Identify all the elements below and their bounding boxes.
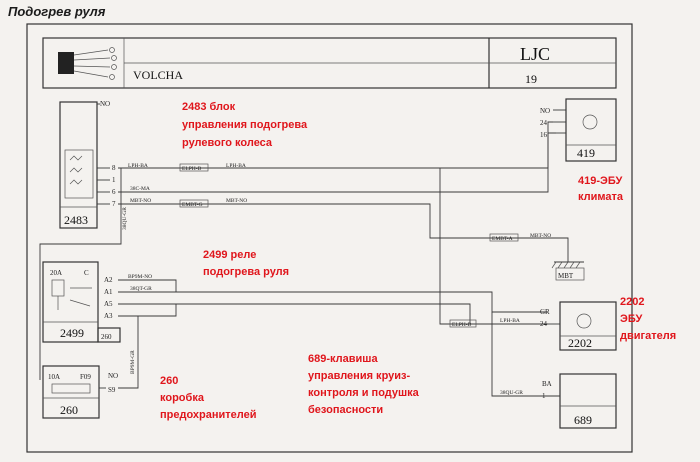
c260-id: 260	[60, 403, 78, 417]
component-260-small: 260	[97, 327, 121, 343]
annotation-2483: 2483 блок управления подогрева рулевого …	[182, 101, 308, 149]
svg-text:24: 24	[540, 119, 548, 127]
svg-text:NO: NO	[540, 107, 550, 115]
ground-mbt: MBT	[551, 261, 585, 281]
svg-text:1: 1	[112, 176, 116, 184]
svg-text:безопасности: безопасности	[308, 404, 383, 416]
svg-text:климата: климата	[578, 191, 624, 203]
c419-id: 419	[577, 146, 595, 160]
svg-text:260: 260	[101, 333, 112, 341]
svg-text:F09: F09	[80, 373, 91, 381]
svg-text:коробка: коробка	[160, 392, 205, 404]
svg-text:MBT-NO: MBT-NO	[130, 198, 151, 204]
svg-text:A1: A1	[104, 288, 113, 296]
component-419: 419	[565, 98, 617, 162]
component-689: 689	[559, 373, 617, 429]
svg-text:260: 260	[160, 375, 178, 387]
svg-text:38QU-GR: 38QU-GR	[500, 390, 523, 396]
svg-text:LPH-BA: LPH-BA	[500, 318, 520, 324]
annotation-689: 689-клавиша управления круиз- контроля и…	[308, 353, 420, 416]
svg-text:2499 реле: 2499 реле	[203, 249, 256, 261]
svg-text:S9: S9	[108, 386, 116, 394]
svg-text:24: 24	[540, 320, 548, 328]
svg-text:LPH-BA: LPH-BA	[226, 163, 246, 169]
svg-text:8: 8	[112, 164, 116, 172]
svg-text:BA: BA	[542, 380, 552, 388]
c2202-id: 2202	[568, 336, 592, 350]
svg-text:двигателя: двигателя	[620, 330, 676, 342]
svg-text:NO: NO	[108, 372, 118, 380]
svg-text:ЭБУ: ЭБУ	[620, 313, 642, 325]
svg-text:38QU-GR: 38QU-GR	[122, 207, 128, 230]
component-2483: 2483	[59, 101, 98, 229]
c2499-id: 2499	[60, 326, 84, 340]
svg-text:управления круиз-: управления круиз-	[308, 370, 410, 382]
annotation-2499: 2499 реле подогрева руля	[203, 249, 289, 278]
svg-text:6: 6	[112, 188, 116, 196]
svg-text:EMBT-A: EMBT-A	[492, 236, 513, 242]
svg-text:38C-MA: 38C-MA	[130, 186, 150, 192]
svg-text:EMBT-G: EMBT-G	[182, 202, 203, 208]
svg-text:рулевого колеса: рулевого колеса	[182, 137, 273, 149]
header-code: LJC	[520, 44, 550, 64]
svg-text:689-клавиша: 689-клавиша	[308, 353, 378, 365]
svg-text:предохранителей: предохранителей	[160, 409, 257, 421]
svg-text:MBT-NO: MBT-NO	[530, 233, 551, 239]
header-page: 19	[525, 72, 537, 86]
svg-text:C: C	[84, 269, 89, 277]
svg-text:GR: GR	[540, 308, 550, 316]
svg-text:20A: 20A	[50, 269, 62, 277]
header-name: VOLCHA	[133, 68, 183, 82]
page-title: Подогрев руля	[8, 4, 106, 19]
annotation-419: 419-ЭБУ климата	[578, 175, 624, 203]
svg-text:BP9M-NO: BP9M-NO	[128, 274, 152, 280]
svg-text:419-ЭБУ: 419-ЭБУ	[578, 175, 622, 187]
diagram-frame	[26, 23, 633, 453]
svg-text:16: 16	[540, 131, 548, 139]
svg-text:A3: A3	[104, 312, 113, 320]
svg-text:контроля и подушка: контроля и подушка	[308, 387, 420, 399]
svg-text:2483 блок: 2483 блок	[182, 101, 236, 113]
svg-text:LPH-BA: LPH-BA	[128, 163, 148, 169]
c2483-id: 2483	[64, 213, 88, 227]
svg-text:NO: NO	[100, 100, 110, 108]
svg-text:подогрева руля: подогрева руля	[203, 266, 289, 278]
svg-text:MBT: MBT	[558, 272, 574, 280]
svg-text:10A: 10A	[48, 373, 60, 381]
component-2499: 20A C 2499	[42, 261, 99, 343]
harness-symbol-icon	[58, 47, 117, 80]
annotation-2202: 2202 ЭБУ двигателя	[620, 296, 676, 342]
svg-text:ELPH-B: ELPH-B	[182, 166, 202, 172]
svg-text:A5: A5	[104, 300, 113, 308]
svg-text:7: 7	[112, 200, 116, 208]
c689-id: 689	[574, 413, 592, 427]
svg-text:управления подогрева: управления подогрева	[182, 119, 308, 131]
svg-text:BP9M-GR: BP9M-GR	[130, 350, 136, 374]
svg-text:ELPH-B: ELPH-B	[452, 322, 472, 328]
annotation-260: 260 коробка предохранителей	[160, 375, 257, 421]
component-2202: 2202	[559, 301, 617, 351]
svg-text:MBT-NO: MBT-NO	[226, 198, 247, 204]
component-260: 10A F09 260	[42, 365, 100, 419]
svg-text:38QT-GR: 38QT-GR	[130, 286, 152, 292]
svg-text:A2: A2	[104, 276, 113, 284]
svg-text:2202: 2202	[620, 296, 644, 308]
